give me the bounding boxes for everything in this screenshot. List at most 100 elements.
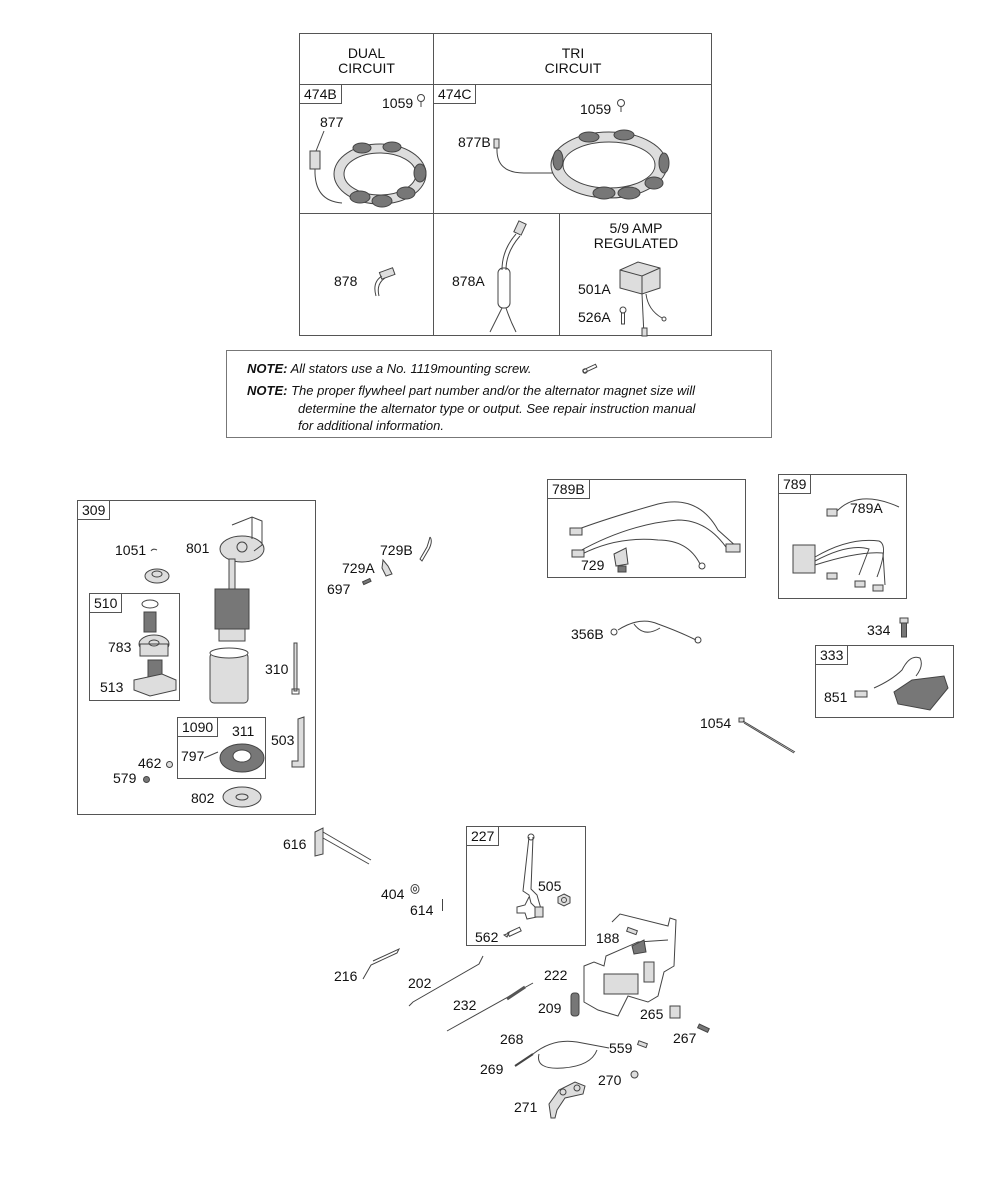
note-1: NOTE: All stators use a No. 1119mounting…: [247, 361, 531, 376]
regulator-501A-drawing: [619, 261, 667, 337]
bracket-503-drawing: [291, 716, 305, 768]
part-label-270[interactable]: 270: [598, 1072, 622, 1088]
nut-505-icon: [557, 893, 571, 907]
dual-circuit-cell: 474B 1059 877: [299, 84, 433, 213]
clip-729A-drawing: [381, 558, 393, 577]
drive-kit-510: 510 783 513: [89, 593, 180, 701]
alternator-table: DUAL CIRCUIT TRI CIRCUIT 474B 1059 877 4…: [299, 33, 712, 337]
part-tag-1090[interactable]: 1090: [177, 717, 219, 737]
nut-462-icon: [166, 761, 173, 768]
part-label-1051[interactable]: 1051: [115, 542, 147, 558]
part-label-729[interactable]: 729: [581, 557, 605, 573]
part-tag-474B[interactable]: 474B: [299, 84, 342, 104]
note-2-cont-2: for additional information.: [298, 418, 444, 433]
part-label-877[interactable]: 877: [320, 114, 344, 130]
part-label-526A[interactable]: 526A: [578, 309, 611, 325]
clip-1051-icon: [150, 548, 158, 552]
table-divider-horizontal: [300, 84, 712, 85]
part-label-462[interactable]: 462: [138, 755, 162, 771]
part-label-269[interactable]: 269: [480, 1061, 504, 1077]
part-tag-474C[interactable]: 474C: [433, 84, 477, 104]
part-label-783[interactable]: 783: [108, 639, 132, 655]
shaft-616-drawing: [314, 827, 372, 865]
part-tag-789B[interactable]: 789B: [547, 479, 590, 499]
part-label-562[interactable]: 562: [475, 929, 499, 945]
part-label-877B[interactable]: 877B: [458, 134, 491, 150]
part-tag-333[interactable]: 333: [815, 645, 849, 665]
part-label-513[interactable]: 513: [100, 679, 124, 695]
control-bracket-222-drawing: [583, 913, 677, 1017]
note-1-label: NOTE:: [247, 361, 288, 376]
clip-265-icon: [669, 1005, 681, 1019]
note-2-label: NOTE:: [247, 383, 288, 398]
screw-icon: [617, 99, 625, 112]
part-label-729A[interactable]: 729A: [342, 560, 375, 576]
part-label-1059-tri[interactable]: 1059: [580, 101, 612, 117]
bracket-729-drawing: [613, 547, 629, 573]
brush-holder-drawing: [203, 743, 265, 773]
part-tag-309[interactable]: 309: [77, 500, 111, 520]
part-label-222[interactable]: 222: [544, 967, 568, 983]
table-divider-horizontal-2: [300, 213, 712, 214]
part-label-356B[interactable]: 356B: [571, 626, 604, 642]
part-label-729B[interactable]: 729B: [380, 542, 413, 558]
part-label-878A[interactable]: 878A: [452, 273, 485, 289]
part-label-501A[interactable]: 501A: [578, 281, 611, 297]
part-tag-510[interactable]: 510: [89, 593, 123, 613]
part-label-216[interactable]: 216: [334, 968, 358, 984]
nut-579-icon: [143, 776, 150, 783]
drive-housing-drawing: [133, 659, 177, 697]
part-label-265[interactable]: 265: [640, 1006, 664, 1022]
starter-assembly-309: 309 1051 801 310 510 783 513 1090 311 79…: [77, 500, 316, 815]
stator-dual-drawing: [309, 130, 427, 208]
ignition-armature-333: 333 851: [815, 645, 954, 718]
harness-789B: 789B 729: [547, 479, 746, 578]
part-label-789A[interactable]: 789A: [850, 500, 883, 516]
part-label-1059[interactable]: 1059: [382, 95, 414, 111]
harness-878A-drawing: [489, 220, 527, 333]
screw-icon: [417, 94, 425, 107]
wire-harness-789B-drawing: [569, 501, 741, 570]
screw-559-icon: [636, 1040, 649, 1049]
part-label-503[interactable]: 503: [271, 732, 295, 748]
part-label-505[interactable]: 505: [538, 878, 562, 894]
part-label-268[interactable]: 268: [500, 1031, 524, 1047]
part-label-404[interactable]: 404: [381, 886, 405, 902]
part-label-271[interactable]: 271: [514, 1099, 538, 1115]
part-label-878[interactable]: 878: [334, 273, 358, 289]
part-label-616[interactable]: 616: [283, 836, 307, 852]
part-label-851[interactable]: 851: [824, 689, 848, 705]
header-tri-circuit: TRI CIRCUIT: [544, 45, 602, 76]
part-label-697[interactable]: 697: [327, 581, 351, 597]
screw-697-icon: [361, 577, 372, 586]
part-tag-227[interactable]: 227: [466, 826, 500, 846]
part-label-559[interactable]: 559: [609, 1040, 633, 1056]
part-label-202[interactable]: 202: [408, 975, 432, 991]
part-label-801[interactable]: 801: [186, 540, 210, 556]
washer-404-icon: [410, 884, 420, 894]
spring-drawing: [141, 599, 159, 633]
part-label-310[interactable]: 310: [265, 661, 289, 677]
part-label-232[interactable]: 232: [453, 997, 477, 1013]
part-label-188[interactable]: 188: [596, 930, 620, 946]
part-label-209[interactable]: 209: [538, 1000, 562, 1016]
part-label-802[interactable]: 802: [191, 790, 215, 806]
armature-drawing: [214, 558, 250, 642]
note-2-cont-1: determine the alternator type or output.…: [298, 401, 696, 416]
thru-bolt-drawing: [291, 642, 300, 695]
part-label-1054[interactable]: 1054: [700, 715, 732, 731]
part-label-579[interactable]: 579: [113, 770, 137, 786]
brush-kit-1090: 1090 311 797: [177, 717, 266, 779]
part-tag-789[interactable]: 789: [778, 474, 812, 494]
screw-334-icon: [899, 617, 909, 638]
part-label-267[interactable]: 267: [673, 1030, 697, 1046]
part-label-334[interactable]: 334: [867, 622, 891, 638]
part-label-614[interactable]: 614: [410, 902, 434, 918]
end-cap-801-drawing: [219, 516, 265, 563]
governor-lever-227: 227 505 562: [466, 826, 586, 946]
regulator-title: 5/9 AMP REGULATED: [593, 220, 679, 251]
link-216-drawing: [362, 947, 401, 980]
part-label-311[interactable]: 311: [232, 723, 255, 739]
part-label-797[interactable]: 797: [181, 748, 205, 764]
cable-268-drawing: [514, 1040, 610, 1069]
